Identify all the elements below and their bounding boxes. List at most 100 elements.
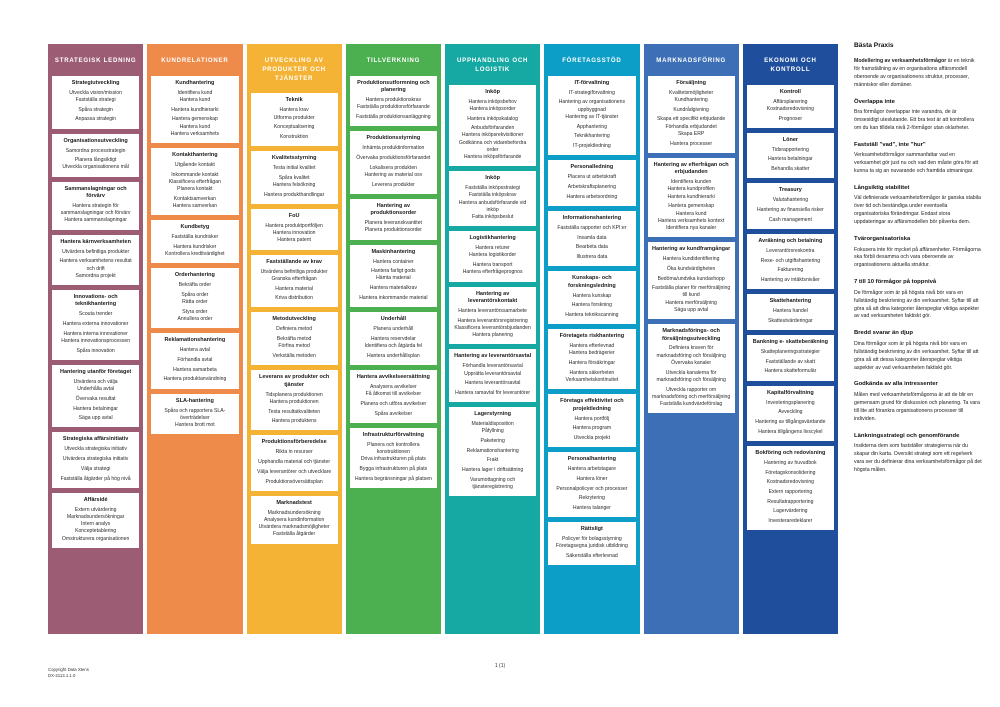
capability-item[interactable]: Leverera produkter [371,181,415,188]
capability-item[interactable]: Hantering av tillgångsvärdande [755,418,826,425]
capability-item[interactable]: Hantera anbudsförfarande vid inköp [458,199,527,213]
capability-item[interactable]: Förhandla avtal [177,357,213,364]
capability-item[interactable]: Underhålla avtal [77,386,115,393]
capability-item[interactable]: Lokalisera produkten [369,164,418,171]
capability-item[interactable]: Övervaka kanaler [671,359,712,366]
capability-item[interactable]: Hantera produktionen [269,398,319,405]
capability-item[interactable]: Utvärdera befintliga produkter [62,248,130,255]
capability-item[interactable]: Fastställa kundvärdeförslag [659,400,723,407]
capability-item[interactable]: Arbetskraftsplanering [567,183,616,190]
capability-group[interactable]: Marknadsförings- och försäljningsutveckl… [647,324,735,414]
capability-item[interactable]: Hantera säkerheten [569,369,615,376]
capability-item[interactable]: Fastställa inköpskrav [468,192,517,199]
capability-item[interactable]: Apphantering [576,123,608,130]
capability-item[interactable]: Skatteplaneringsstrategier [760,348,820,355]
capability-item[interactable]: Hantering av material osv [364,171,423,178]
capability-item[interactable]: Personalpolicyer och processer [556,485,628,492]
capability-item[interactable]: Planera leveranskvantitet [364,220,422,227]
capability-item[interactable]: Företagskonsolidering [765,469,816,476]
capability-item[interactable]: Hantera verksamhetens resultat och drift [59,258,132,272]
capability-item[interactable]: Upprätta leverantörsavtal [464,370,522,377]
capability-item[interactable]: Hantera materialkrav [369,285,418,292]
capability-item[interactable]: Hantera underhållsplan [367,352,420,359]
capability-item[interactable]: Kontaktsamverkan [173,195,216,202]
capability-item[interactable]: Hantera innovation [272,230,316,237]
capability-item[interactable]: Hantera teknikscanning [565,311,619,318]
capability-item[interactable]: Hantera returer [475,245,510,252]
capability-item[interactable]: Verksamhetskontinuitet [565,376,619,383]
capability-item[interactable]: Hantera planering [472,332,513,339]
capability-item[interactable]: Hantera inkommande material [359,294,428,301]
capability-item[interactable]: Avveckling [778,409,803,416]
capability-item[interactable]: Hantera produktionskrav [365,97,422,104]
capability-item[interactable]: Anbudsförfaranden [470,125,515,132]
capability-item[interactable]: Fastställa åtgärder [273,531,316,538]
capability-item[interactable]: Resultatrapportering [767,498,814,505]
capability-item[interactable]: Hantera lager i driftsättning [462,467,524,474]
capability-item[interactable]: Illustrera data [576,253,608,260]
capability-item[interactable]: Säkerställa efterlevnad [565,553,618,560]
capability-item[interactable]: Hantera skatteformulär [764,368,817,375]
capability-item[interactable]: Testa resultatkvaliteten [268,408,321,415]
capability-item[interactable]: Identifiera och åtgärda fel [364,343,423,349]
capability-item[interactable]: Fastställa strategi [75,96,116,103]
capability-item[interactable]: Rätta order [182,299,208,306]
capability-item[interactable]: Hantera felsökning [272,182,316,189]
capability-item[interactable]: Definiera kraven för marknadsföring och … [656,345,726,359]
capability-item[interactable]: Skapa ERP [677,130,705,137]
capability-item[interactable]: Hantera löner [576,475,608,482]
capability-item[interactable]: Hantera container [373,258,414,265]
capability-item[interactable]: Lagervärdering [773,508,808,515]
capability-item[interactable]: Utveckla rapporter om marknadsföring och… [652,386,731,400]
capability-item[interactable]: Hantera innovationsprocessen [61,338,131,344]
capability-item[interactable]: Hantera betalningar [768,156,813,163]
capability-item[interactable]: Kontrollera kreditvärdighet [165,251,225,258]
capability-item[interactable]: Hantera efterfrågeprognos [462,269,523,276]
capability-item[interactable]: Spåra innovation [76,347,115,354]
capability-item[interactable]: Hantera efterlevnad [569,343,615,350]
capability-item[interactable]: Fastställa produktionsanläggning [356,114,431,121]
capability-item[interactable]: Fastställa rapporter och KPI:er [557,224,627,231]
capability-item[interactable]: Hantera strategin för sammanslagningar o… [60,203,131,217]
capability-item[interactable]: Fastställa åtgärder på hög nivå [60,475,131,482]
capability-item[interactable]: Skatteutvärderingar [768,317,813,324]
capability-item[interactable]: Investeringsplanering [766,399,815,406]
capability-item[interactable]: Spåra strategin [78,106,113,113]
capability-item[interactable]: Extern rapportering [768,489,813,495]
capability-item[interactable]: Styra order [182,308,208,315]
capability-item[interactable]: Hantera produkthandlingar [263,191,325,198]
capability-item[interactable]: Scouta trender [78,311,113,318]
capability-item[interactable]: Övervaka produktionsförfarandet [356,154,431,161]
capability-item[interactable]: Identifiera kunden [670,179,712,186]
capability-item[interactable]: Hantera samverkan [172,203,218,210]
capability-item[interactable]: Kriva distribution [275,295,313,302]
capability-item[interactable]: Hantera gemenskap [668,203,715,210]
capability-item[interactable]: Utveckla projekt [573,434,610,441]
capability-item[interactable]: Tidsrapportering [771,146,809,153]
capability-item[interactable]: Analysera avvikelser [370,383,417,390]
capability-item[interactable]: Bekräfta metod [276,336,312,343]
capability-item[interactable]: Utvärdera marknadsmöjligheter [258,524,330,531]
capability-item[interactable]: Bekräfta order [178,282,212,289]
capability-item[interactable]: Utveckla strategiska initiativ [64,446,127,453]
capability-item[interactable]: Hantera försäkringar [568,360,616,367]
capability-item[interactable]: Planera kontakt [177,186,213,193]
capability-item[interactable]: Spåra och rapportera SLA-överträdelser [164,407,226,421]
capability-item[interactable]: Hantera kund [179,96,211,103]
capability-item[interactable]: Öka kundvärdigheten [666,265,716,272]
capability-item[interactable]: Spåra kvalitet [278,174,310,181]
capability-item[interactable]: Hantera betalningar [73,405,118,412]
